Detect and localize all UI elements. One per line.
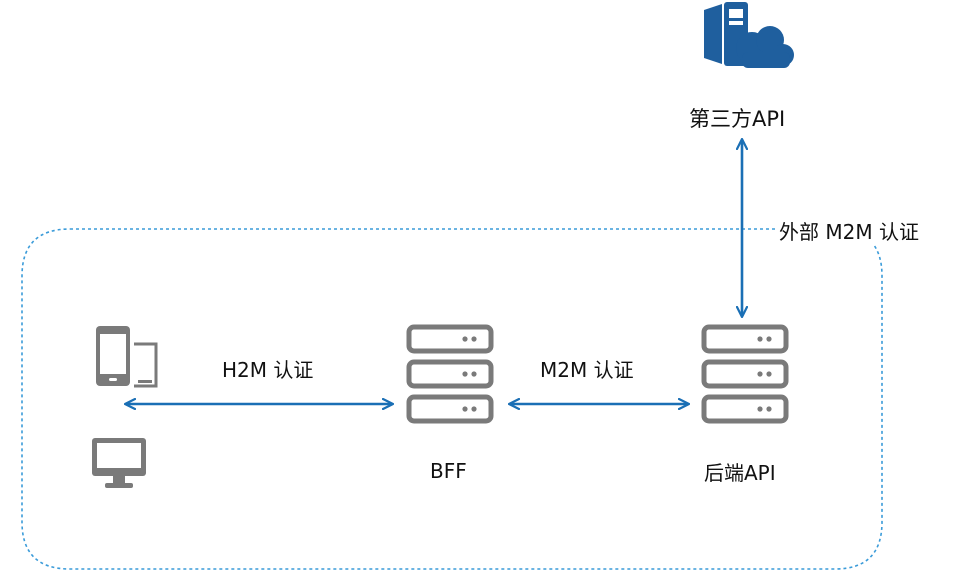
internal-boundary [21, 228, 883, 570]
m2m-label: M2M 认证 [540, 358, 634, 382]
backend-api-label: 后端API [704, 461, 776, 485]
external-m2m-label: 外部 M2M 认证 [775, 216, 923, 245]
bff-server-icon [406, 324, 494, 424]
mobile-tablet-icon [96, 326, 158, 388]
third-party-api-label: 第三方API [689, 107, 786, 131]
h2m-label: H2M 认证 [222, 358, 314, 382]
bff-label: BFF [430, 459, 467, 483]
backend-server-icon [701, 324, 789, 424]
cloud-server-icon [704, 2, 794, 68]
desktop-monitor-icon [92, 438, 146, 488]
